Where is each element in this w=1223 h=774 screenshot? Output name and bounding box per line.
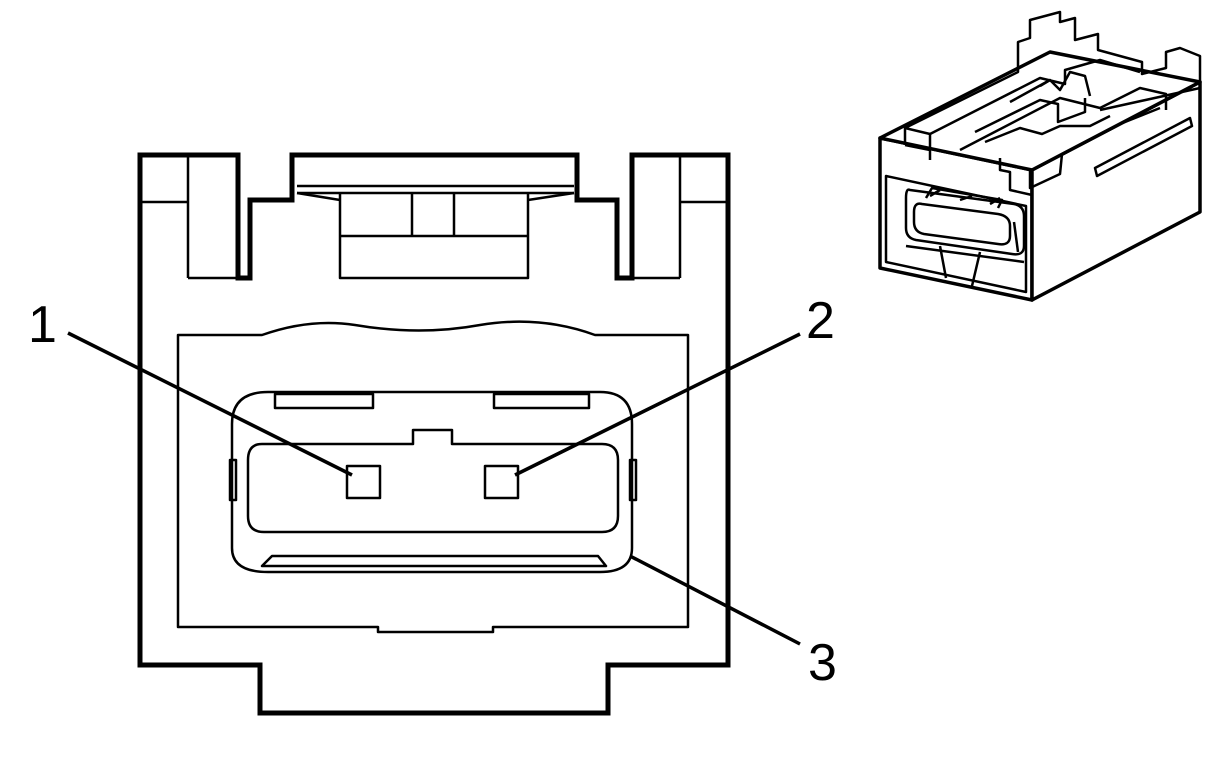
top-key-right [492,392,591,410]
lock-tab [296,184,575,280]
top-key-left [273,392,375,410]
socket-outer [230,390,634,574]
callout-label-2: 2 [806,292,835,350]
connector-body-outline [137,152,731,716]
connector-face-view [137,152,731,716]
connector-isometric-view [878,10,1202,302]
right-latch [632,155,728,280]
callout-label-1: 1 [28,296,57,354]
terminal-1 [345,464,382,500]
side-key-right [628,458,638,502]
callout-3: 3 [629,554,837,692]
side-key-left [228,458,238,502]
bottom-rib [260,554,608,568]
left-latch [140,155,238,280]
callout-label-3: 3 [808,634,837,692]
socket-inner [246,428,620,534]
inner-shroud [176,320,690,634]
callout-2: 2 [514,292,835,477]
callout-1: 1 [28,296,353,477]
terminal-2 [483,464,520,500]
